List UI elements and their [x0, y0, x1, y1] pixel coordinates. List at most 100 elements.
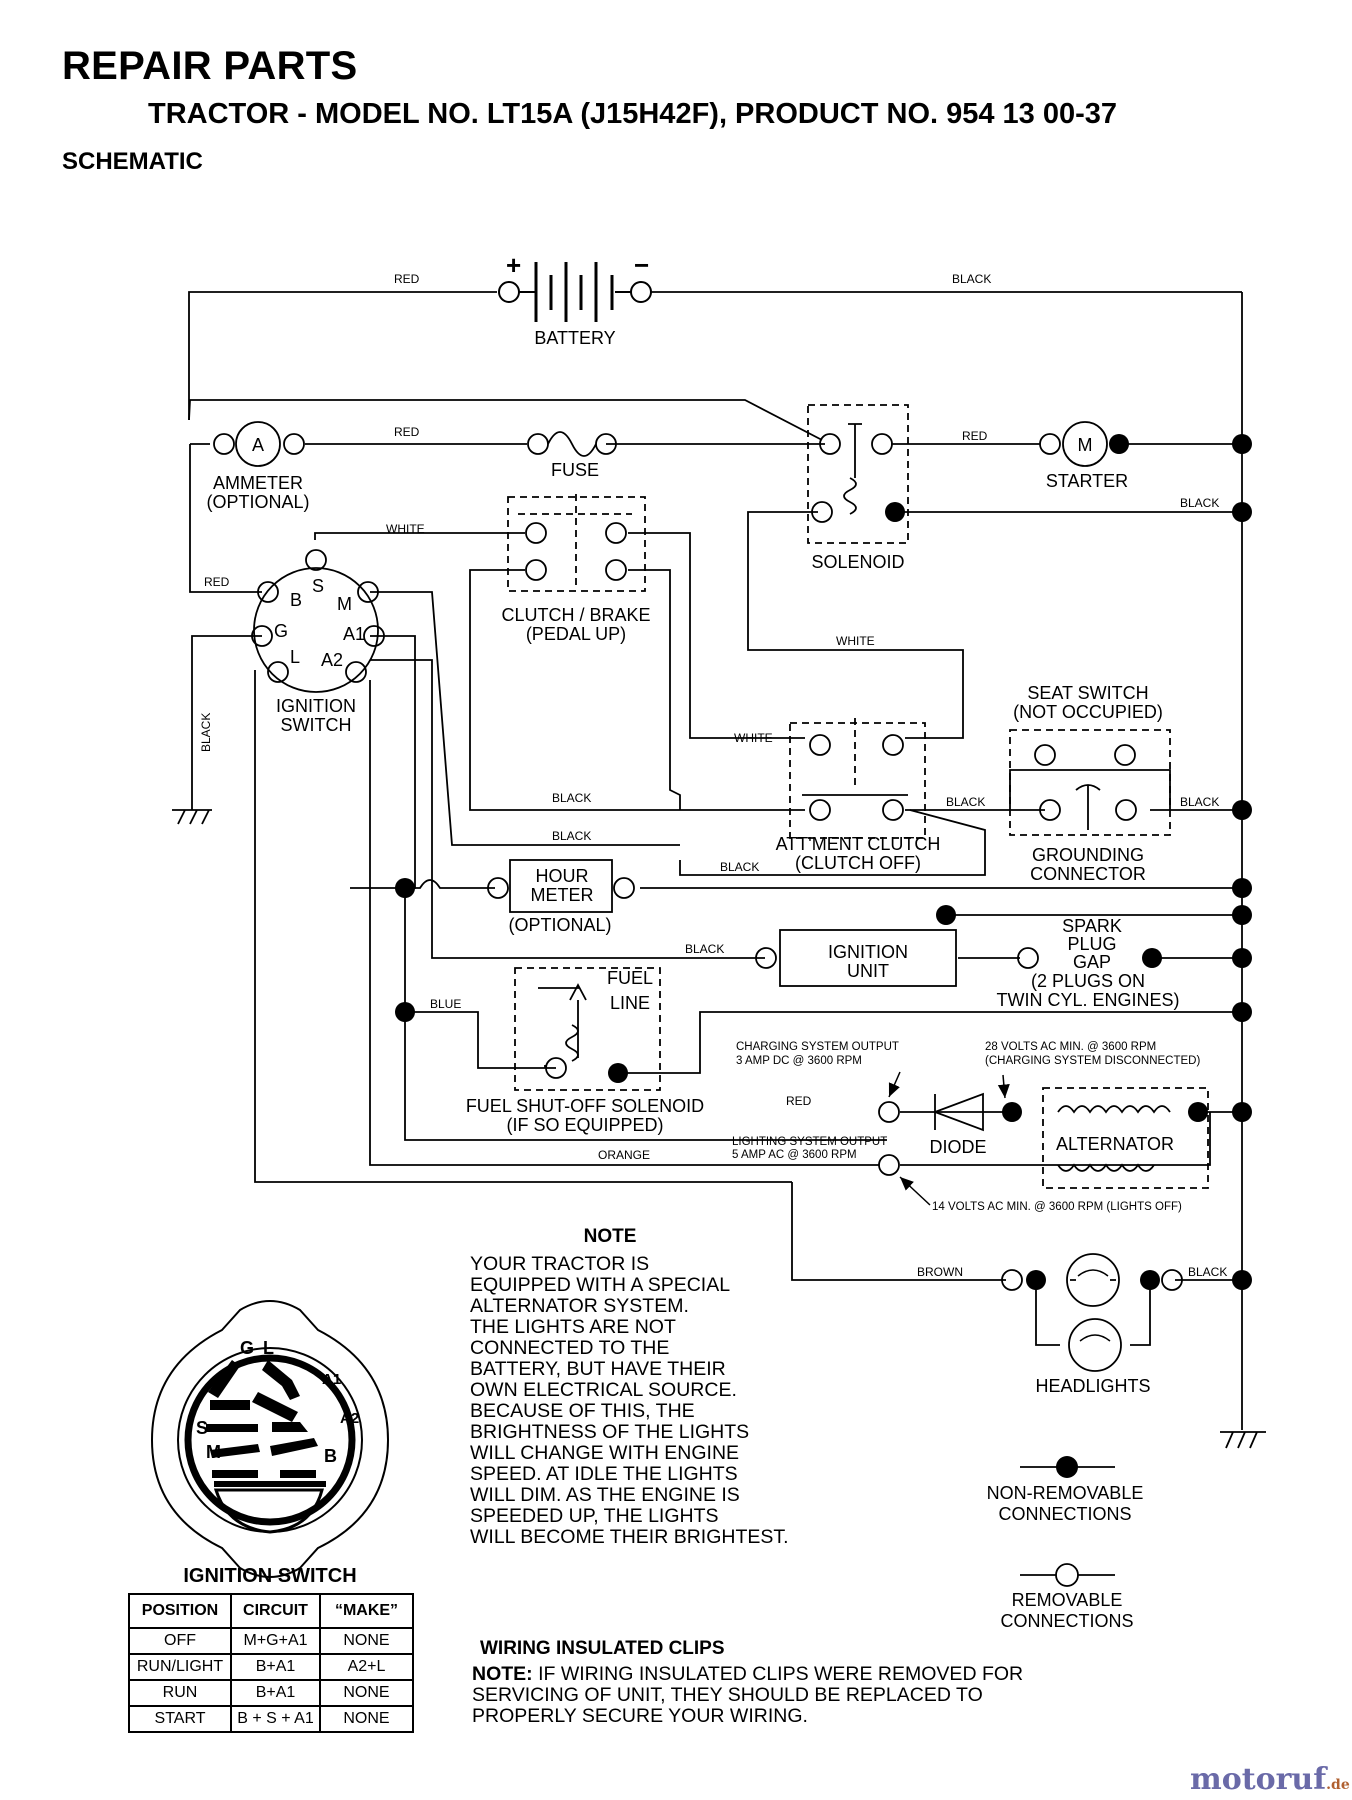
wire-label-white-solenoid: WHITE — [836, 634, 875, 648]
table-header-circuit: CIRCUIT — [230, 1593, 321, 1629]
wire-label-black-attment-3: BLACK — [720, 860, 759, 874]
table-row: RUN B+A1 NONE — [128, 1679, 414, 1707]
spark-label-2: PLUG — [1067, 934, 1116, 954]
wire-label-black-battery: BLACK — [952, 272, 991, 286]
wire-label-black-ground: BLACK — [199, 713, 213, 752]
headlight-lower-left-wire — [1035, 1280, 1060, 1346]
ignition-unit — [755, 929, 1039, 987]
table-cell: OFF — [128, 1627, 232, 1655]
wire-label-orange: ORANGE — [598, 1148, 650, 1162]
red-battery-wire — [188, 291, 497, 420]
ignition-a1-wire — [350, 635, 416, 889]
table-cell: B + S + A1 — [230, 1705, 321, 1733]
table-cell: M+G+A1 — [230, 1627, 321, 1655]
ignition-term-l: L — [290, 647, 300, 667]
alternator-label: ALTERNATOR — [1056, 1134, 1174, 1154]
legend-removable-sub: CONNECTIONS — [1000, 1611, 1133, 1631]
face-label-a1: A1 — [322, 1371, 341, 1388]
volts14-arrow — [899, 1176, 931, 1206]
lighting-output-terminal — [878, 1154, 900, 1176]
note-heading: NOTE — [583, 1226, 637, 1247]
attment-label: ATT'MENT CLUTCH — [776, 834, 941, 854]
table-cell: A2+L — [319, 1653, 414, 1681]
red-charging-wire — [404, 888, 887, 1141]
solenoid-symbol — [807, 404, 909, 544]
table-cell: START — [128, 1705, 232, 1733]
starter-label: STARTER — [1046, 471, 1128, 491]
legend: NON-REMOVABLE CONNECTIONS REMOVABLE CONN… — [987, 1456, 1143, 1631]
note-body: YOUR TRACTOR IS EQUIPPED WITH A SPECIAL … — [470, 1253, 789, 1548]
ammeter-optional: (OPTIONAL) — [206, 492, 309, 512]
starter-fixed-terminal — [1109, 434, 1129, 454]
wire-label-red-fuse: RED — [394, 425, 420, 439]
black-clutch-attment-wire — [469, 569, 805, 811]
headlights-label: HEADLIGHTS — [1035, 1376, 1150, 1396]
ignition-term-g: G — [274, 621, 288, 641]
table-cell: NONE — [319, 1705, 414, 1733]
spark-label-5: TWIN CYL. ENGINES) — [996, 990, 1179, 1010]
wire-label-white-attment: WHITE — [734, 731, 773, 745]
table-row: START B + S + A1 NONE — [128, 1705, 414, 1733]
ignition-term-m: M — [337, 594, 352, 614]
volts28-label: 28 VOLTS AC MIN. @ 3600 RPM — [985, 1041, 1156, 1053]
diode-symbol — [878, 1092, 984, 1132]
table-cell: B+A1 — [230, 1653, 321, 1681]
ignition-table-title: IGNITION SWITCH — [183, 1565, 357, 1587]
ignition-term-a2: A2 — [321, 650, 343, 670]
fuel-solenoid-sub-label: (IF SO EQUIPPED) — [506, 1115, 663, 1135]
hour-meter-in-wire — [405, 879, 495, 889]
legend-removable-marker — [1055, 1563, 1079, 1587]
face-label-m: M — [206, 1442, 221, 1462]
ignition-sub-label: SWITCH — [281, 715, 352, 735]
ignition-switch-face — [150, 1300, 390, 1578]
table-cell: NONE — [319, 1627, 414, 1655]
attment-sub-label: (CLUTCH OFF) — [795, 853, 921, 873]
headlights-symbol — [1001, 1253, 1183, 1372]
starter-symbol — [1039, 421, 1108, 467]
diode-fixed-terminal — [1002, 1102, 1022, 1122]
table-header-position: POSITION — [128, 1593, 232, 1629]
seat-switch-label: SEAT SWITCH — [1027, 683, 1148, 703]
table-cell: B+A1 — [230, 1679, 321, 1707]
orange-lighting-wire — [369, 680, 887, 1166]
hour-meter-label: HOUR — [536, 866, 589, 886]
wire-label-red-charging: RED — [786, 1094, 812, 1108]
ammeter-symbol — [213, 421, 305, 467]
solenoid-fixed-terminal — [885, 502, 905, 522]
fuel-line-label-2: LINE — [610, 993, 650, 1013]
clips-note: NOTE: IF WIRING INSULATED CLIPS WERE REM… — [472, 1664, 1092, 1727]
wire-label-black-attment-2: BLACK — [552, 829, 591, 843]
clips-heading: WIRING INSULATED CLIPS — [480, 1638, 725, 1659]
wire-label-black-headlight: BLACK — [1188, 1265, 1227, 1279]
volts28-arrow — [997, 1074, 1010, 1099]
wire-label-blue: BLUE — [430, 997, 461, 1011]
clutch-brake-switch — [507, 494, 646, 592]
seat-left-wire — [1009, 785, 1045, 811]
lighting-alternator-wire — [900, 1112, 1211, 1166]
battery-plus: + — [506, 250, 521, 280]
spark-plug-fixed-terminal — [1142, 948, 1162, 968]
table-header-make: “MAKE” — [319, 1593, 414, 1629]
table-cell: RUN/LIGHT — [128, 1653, 232, 1681]
seat-switch-sub-label: (NOT OCCUPIED) — [1013, 702, 1163, 722]
grounding-sub-label: CONNECTOR — [1030, 864, 1146, 884]
chassis-ground-left — [172, 809, 212, 825]
seat-right-wire — [1150, 769, 1171, 811]
wire-label-black-seat-ground: BLACK — [1180, 795, 1219, 809]
legend-non-removable-sub: CONNECTIONS — [998, 1504, 1131, 1524]
volts14-label: 14 VOLTS AC MIN. @ 3600 RPM (LIGHTS OFF) — [932, 1201, 1182, 1213]
ignition-label: IGNITION — [276, 696, 356, 716]
face-label-s: S — [196, 1418, 208, 1438]
watermark-logo: motoruf.de — [1190, 1762, 1350, 1797]
ignition-switch-table: POSITION CIRCUIT “MAKE” OFF M+G+A1 NONE … — [128, 1593, 414, 1733]
table-cell: RUN — [128, 1679, 232, 1707]
blue-fuel-wire — [405, 1011, 556, 1069]
fuse-label: FUSE — [551, 460, 599, 480]
headlight-left-fixed-terminal — [1026, 1270, 1046, 1290]
ignition-term-s: S — [312, 576, 324, 596]
ignition-term-a1: A1 — [343, 624, 365, 644]
wire-label-red-battery: RED — [394, 272, 420, 286]
face-label-l: L — [263, 1338, 274, 1358]
legend-non-removable-marker — [1056, 1456, 1078, 1478]
fuel-solenoid-ground-wire — [618, 1011, 1242, 1074]
